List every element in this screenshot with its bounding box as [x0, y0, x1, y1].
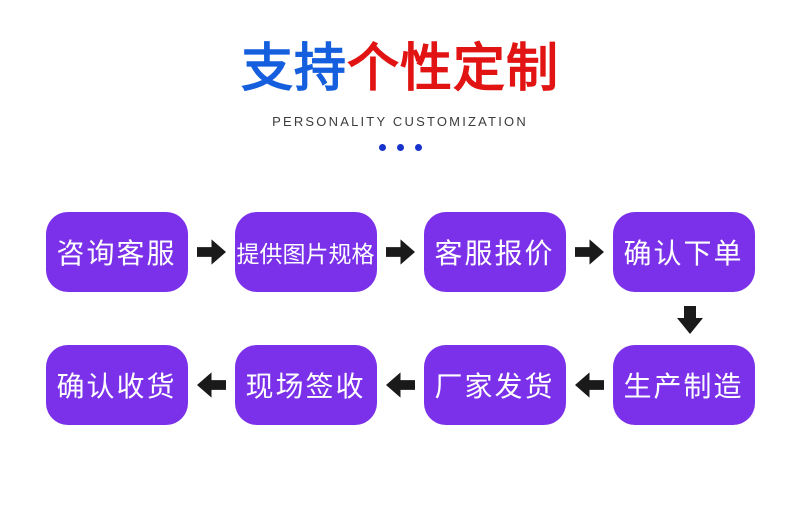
dot-icon — [414, 144, 422, 151]
flow-step-production: 生产制造 — [612, 345, 755, 425]
page-subtitle: PERSONALITY CUSTOMIZATION — [272, 114, 528, 129]
right-arrow-icon — [385, 239, 415, 265]
down-arrow-icon — [676, 306, 703, 334]
flow-step-provide-specs: 提供图片规格 — [234, 212, 377, 292]
dot-icon — [396, 144, 404, 151]
right-arrow-icon — [196, 239, 226, 265]
flow-step-confirm-receipt: 确认收货 — [45, 345, 188, 425]
banner-header: 支持个性定制 PERSONALITY CUSTOMIZATION — [0, 40, 800, 151]
order-process-flow: 咨询客服 提供图片规格 客服报价 确认下单 确认收货 现场签收 厂家发货 生产制… — [45, 212, 755, 425]
flow-step-confirm-order: 确认下单 — [612, 212, 755, 292]
dots-decoration — [0, 144, 800, 151]
dot-icon — [378, 144, 386, 151]
flow-step-factory-shipping: 厂家发货 — [423, 345, 566, 425]
title-text-red: 个性定制 — [347, 40, 560, 98]
title-text-blue: 支持 — [240, 40, 347, 98]
left-arrow-icon — [385, 372, 415, 398]
left-arrow-icon — [196, 372, 226, 398]
flow-step-service-quote: 客服报价 — [423, 212, 566, 292]
customization-banner: 支持个性定制 PERSONALITY CUSTOMIZATION 咨询客服 提供… — [0, 40, 800, 511]
page-title: 支持个性定制 — [0, 40, 800, 98]
flow-row-top: 咨询客服 提供图片规格 客服报价 确认下单 — [45, 212, 755, 292]
flow-row-bottom: 确认收货 现场签收 厂家发货 生产制造 — [45, 345, 755, 425]
flow-step-sign-on-site: 现场签收 — [234, 345, 377, 425]
left-arrow-icon — [574, 372, 604, 398]
right-arrow-icon — [574, 239, 604, 265]
flow-step-consult-service: 咨询客服 — [45, 212, 188, 292]
